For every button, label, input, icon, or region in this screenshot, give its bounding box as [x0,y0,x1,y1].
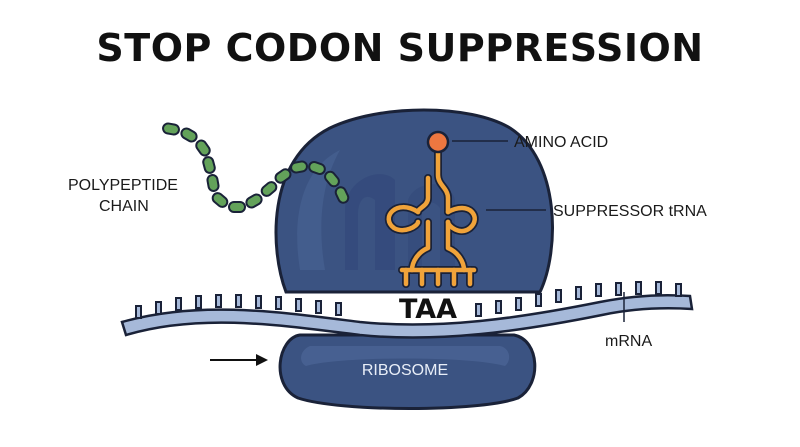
suppressor-trna-label: SUPPRESSOR tRNA [553,203,707,220]
mrna-strand [120,281,694,339]
suppressor-trna [384,144,479,288]
polypeptide-label-line2: CHAIN [99,198,149,215]
small-ribosome-subunit: RIBOSOME [278,333,537,410]
codon-taa: TAA [399,294,457,325]
mrna-label: mRNA [605,333,652,350]
amino-acid-sphere [426,130,450,154]
amino-acid-label: AMINO ACID [514,134,608,151]
leader-lines [452,140,625,322]
ribosome-label: RIBOSOME [362,362,448,379]
diagram-title: STOP CODON SUPPRESSION [96,26,704,70]
arrow-icon [210,354,268,366]
polypeptide-chain [162,122,350,213]
polypeptide-label-line1: POLYPEPTIDE [68,177,178,194]
